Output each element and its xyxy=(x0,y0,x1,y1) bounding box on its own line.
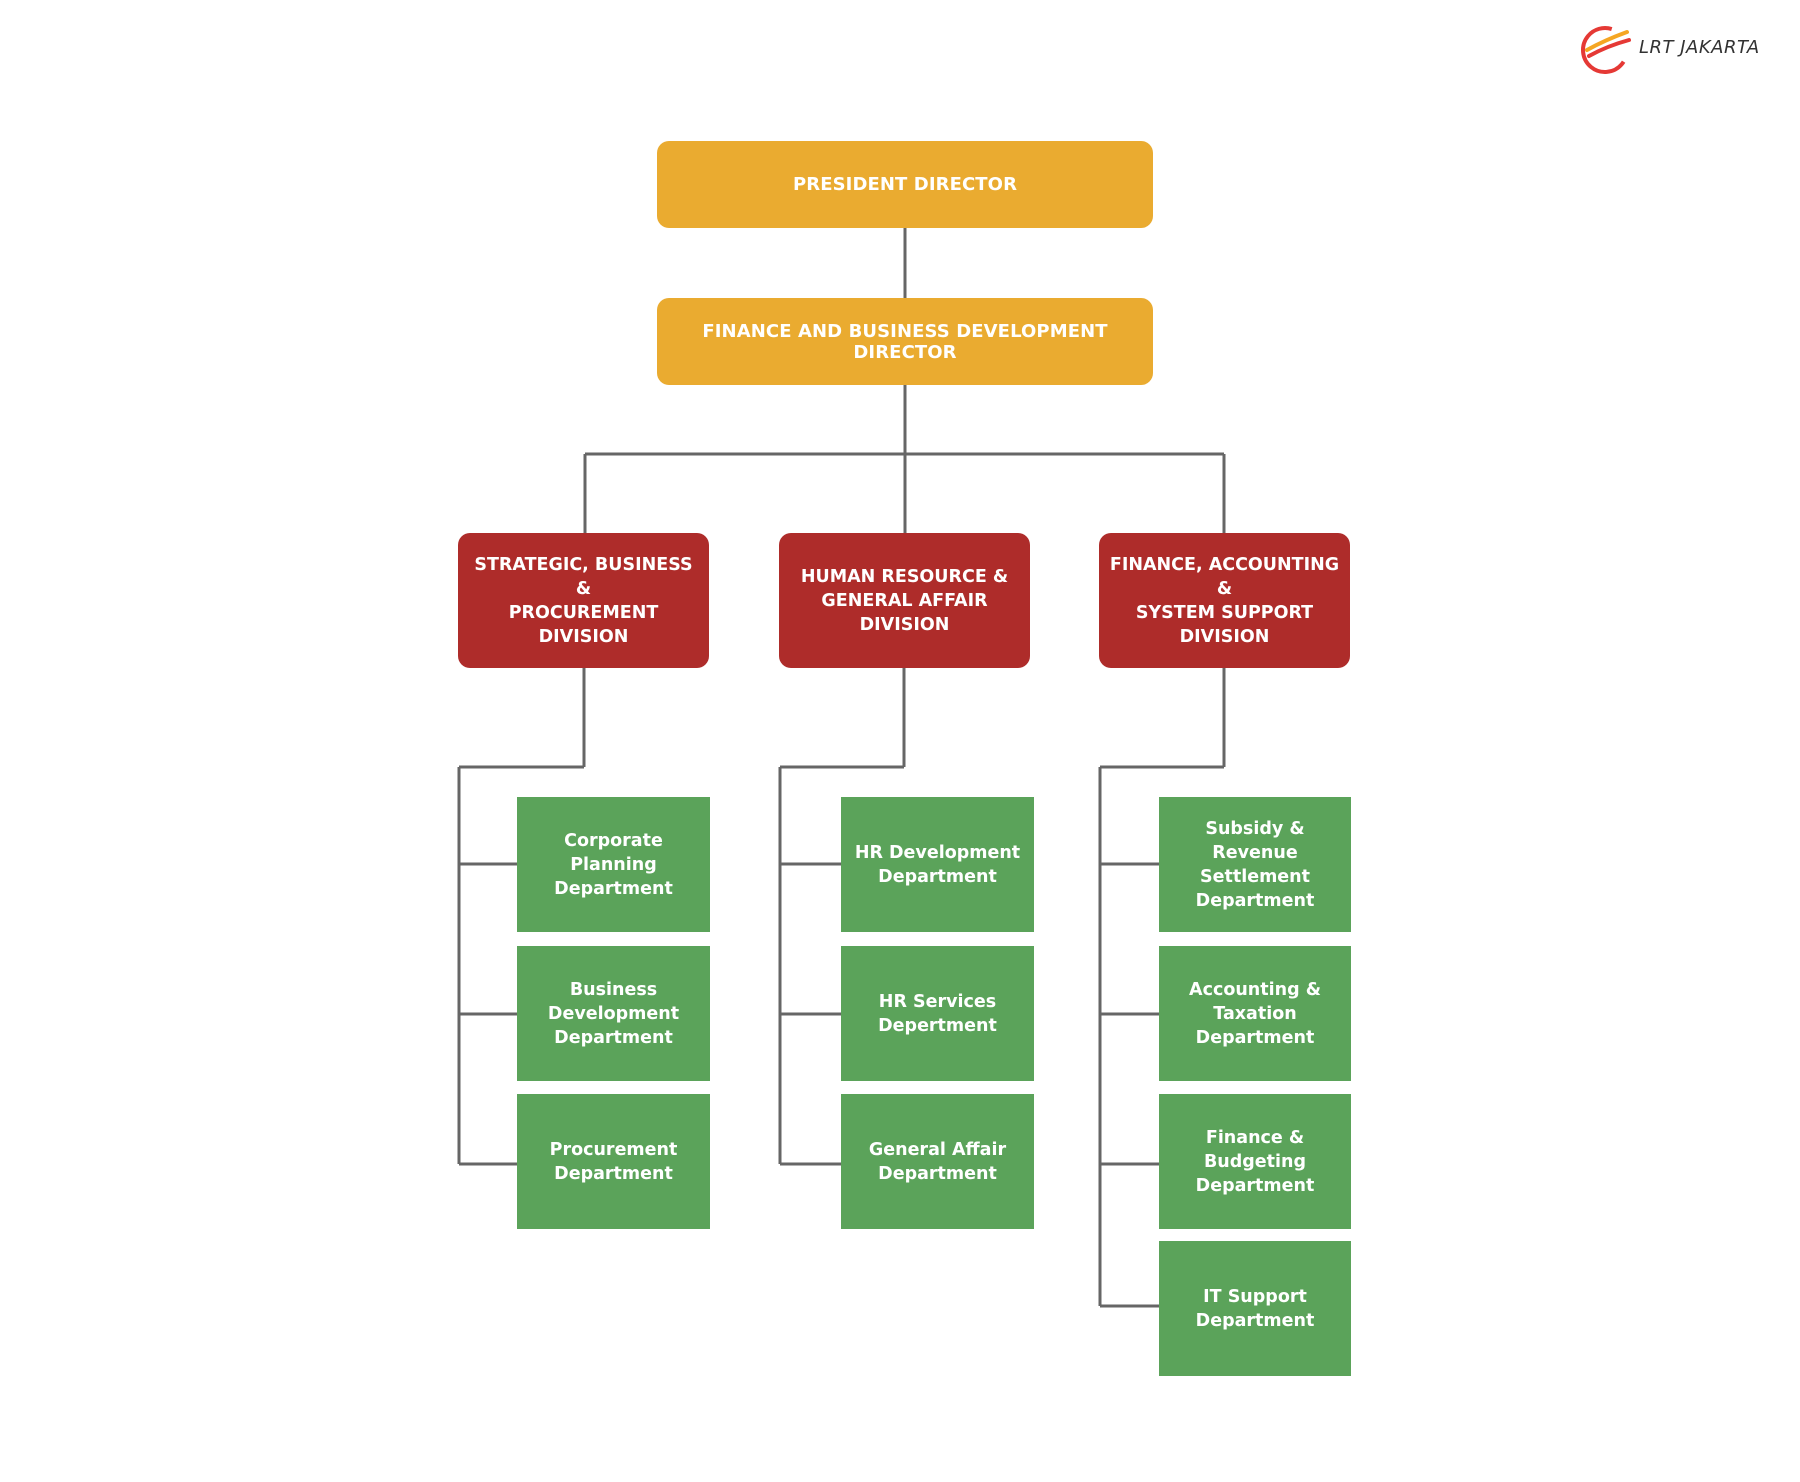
division-hr-box: HUMAN RESOURCE & GENERAL AFFAIR DIVISION xyxy=(779,533,1030,668)
division-finance-label: FINANCE, ACCOUNTING & SYSTEM SUPPORT DIV… xyxy=(1109,554,1340,647)
dept-label: Finance & Budgeting Department xyxy=(1195,1127,1315,1196)
dept-label: HR Services Depertment xyxy=(878,991,997,1036)
finance-director-label: FINANCE AND BUSINESS DEVELOPMENT DIRECTO… xyxy=(702,320,1108,363)
dept-hr-development: HR Development Department xyxy=(841,797,1034,932)
dept-label: Subsidy & Revenue Settlement Department xyxy=(1195,818,1315,911)
dept-label: General Affair Department xyxy=(868,1139,1007,1184)
dept-it-support: IT Support Department xyxy=(1159,1241,1351,1376)
lrt-logo-icon xyxy=(1581,26,1631,74)
dept-general-affair: General Affair Department xyxy=(841,1094,1034,1229)
dept-subsidy-revenue: Subsidy & Revenue Settlement Department xyxy=(1159,797,1351,932)
dept-hr-services: HR Services Depertment xyxy=(841,946,1034,1081)
dept-accounting-taxation: Accounting & Taxation Department xyxy=(1159,946,1351,1081)
dept-business-development: Business Development Department xyxy=(517,946,710,1081)
dept-label: Corporate Planning Department xyxy=(554,830,673,899)
dept-corporate-planning: Corporate Planning Department xyxy=(517,797,710,932)
division-hr-label: HUMAN RESOURCE & GENERAL AFFAIR DIVISION xyxy=(800,566,1009,635)
president-director-label: PRESIDENT DIRECTOR xyxy=(792,174,1018,195)
dept-label: IT Support Department xyxy=(1195,1286,1315,1331)
company-logo: LRT JAKARTA xyxy=(1575,18,1785,76)
division-finance-box: FINANCE, ACCOUNTING & SYSTEM SUPPORT DIV… xyxy=(1099,533,1350,668)
dept-procurement: Procurement Department xyxy=(517,1094,710,1229)
division-strategic-box: STRATEGIC, BUSINESS & PROCUREMENT DIVISI… xyxy=(458,533,709,668)
president-director-box: PRESIDENT DIRECTOR xyxy=(657,141,1153,228)
finance-director-box: FINANCE AND BUSINESS DEVELOPMENT DIRECTO… xyxy=(657,298,1153,385)
dept-label: Accounting & Taxation Department xyxy=(1189,979,1321,1048)
dept-label: Procurement Department xyxy=(549,1139,678,1184)
dept-label: HR Development Department xyxy=(854,842,1021,887)
dept-label: Business Development Department xyxy=(547,979,680,1048)
division-strategic-label: STRATEGIC, BUSINESS & PROCUREMENT DIVISI… xyxy=(474,554,693,647)
logo-text: LRT JAKARTA xyxy=(1639,36,1760,58)
dept-finance-budgeting: Finance & Budgeting Department xyxy=(1159,1094,1351,1229)
